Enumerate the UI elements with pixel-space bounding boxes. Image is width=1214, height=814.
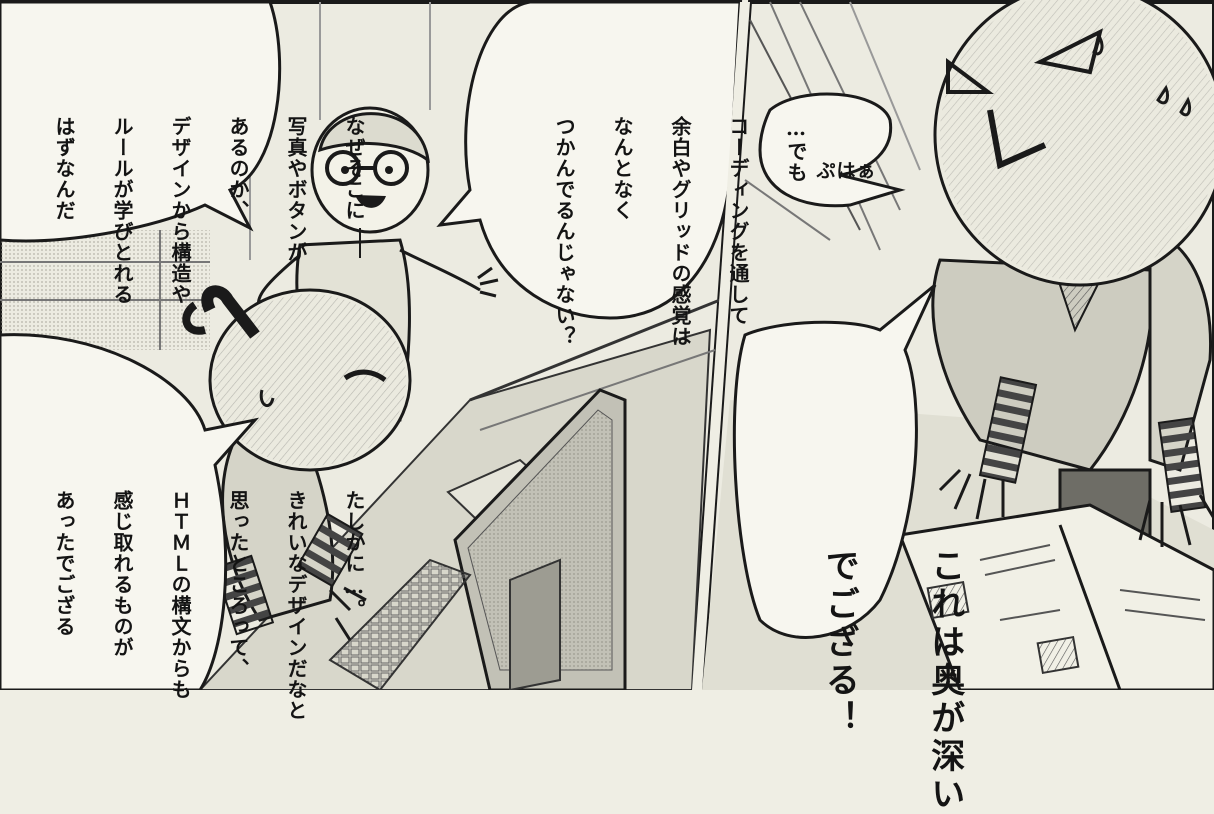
bubble-1-line: はずなんだ [52,116,76,221]
bubble-1-line: あるのか、 [226,116,250,221]
bubble-2-line: …でも [784,116,808,183]
round-head-character [182,285,412,641]
bubble-2-line: コーディングを通して [726,116,750,326]
bubble-2-text: …でも コーディングを通して 余白やグリッドの感覚は なんとなく つかんでるんじ… [520,16,839,347]
bubble-4-text: ぷはぁ [786,130,876,213]
bubble-4-line: ぷはぁ [816,159,877,182]
bubble-5-line: これは奥が深い [924,548,965,814]
bubble-1-text: なぜそこに 写真やボタンが あるのか、 デザインから構造や ルールが学びとれる … [20,16,397,305]
right-panel [699,0,1214,690]
speech-bubble-1 [0,0,282,243]
left-panel [0,0,743,690]
bubble-3-line: 感じ取れるものが [110,490,134,658]
bubble-3-line: たしかに…。 [342,490,366,620]
bubble-5-line: でござる！ [819,548,860,738]
bubble-3-text: たしかに…。 きれいなデザインだなと 思ったところって、 ＨＴＭＬの構文からも … [20,390,397,721]
bubble-1-line: ルールが学びとれる [110,116,134,305]
bubble-1-line: なぜそこに [342,116,366,221]
bubble-3-line: きれいなデザインだなと [284,490,308,721]
speech-bubble-2 [436,0,742,320]
bubble-1-line: 写真やボタンが [284,116,308,263]
bubble-3-line: ＨＴＭＬの構文からも [168,490,192,700]
panel-artwork [0,0,1214,690]
panel-gutter [692,2,750,690]
speech-bubble-5 [732,283,937,639]
bubble-1-line: デザインから構造や [168,116,192,305]
bubble-3-line: 思ったところって、 [226,490,250,679]
bubble-2-line: なんとなく [610,116,634,221]
speech-bubble-4 [758,92,906,208]
speech-bubble-3 [0,333,260,690]
bubble-3-line: あったでござる [52,490,76,637]
bubble-5-text: これは奥が深い でござる！ [760,372,1023,814]
bubble-2-line: つかんでるんじゃない？ [552,116,576,347]
bubble-2-line: 余白やグリッドの感覚は [668,116,692,347]
